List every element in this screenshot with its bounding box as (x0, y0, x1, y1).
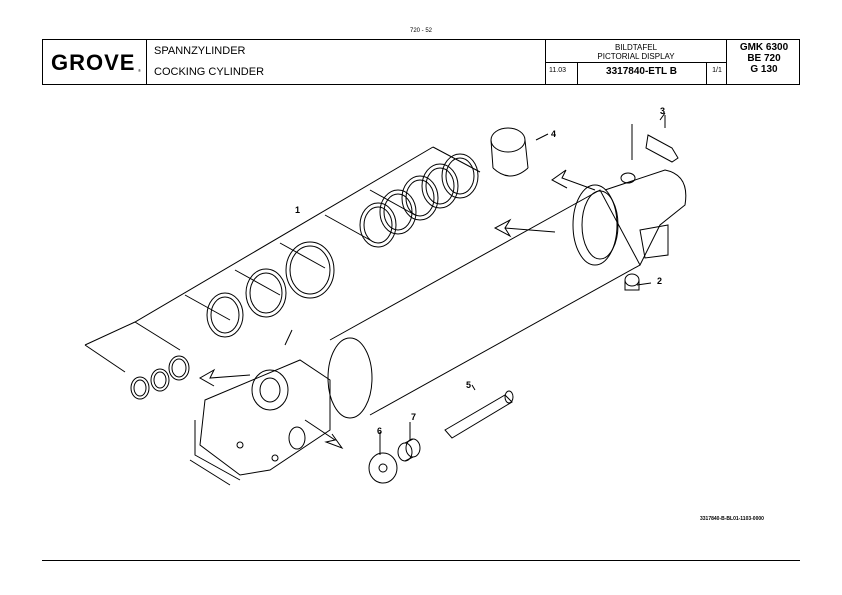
drawing-code: 3317840-B-BL01-1103-0000 (700, 516, 764, 522)
logo-text: GROVE (51, 50, 136, 75)
nut (624, 273, 640, 291)
model-line-3: G 130 (750, 64, 778, 75)
arrow (198, 368, 251, 387)
callout-2: 2 (657, 276, 662, 286)
callout-4: 4 (551, 129, 556, 139)
registered-mark: ® (138, 68, 141, 73)
title-german: SPANNZYLINDER (154, 45, 246, 57)
callout-6: 6 (377, 426, 382, 436)
arrow (551, 169, 596, 191)
arrow (304, 419, 344, 450)
callout-leader (379, 112, 666, 455)
arrow (493, 218, 556, 238)
model-line-1: GMK 6300 (739, 42, 789, 53)
callout-5: 5 (466, 380, 471, 390)
bottom-rule (42, 560, 800, 561)
callout-1: 1 (295, 205, 300, 215)
callout-7: 7 (411, 412, 416, 422)
part-number: 3317840-ETL B (606, 66, 677, 77)
seal-kit (130, 153, 479, 400)
pictorial-label: PICTORIAL DISPLAY (597, 52, 675, 61)
issue-date: 11.03 (549, 67, 566, 74)
arrow (284, 329, 293, 346)
callout-3: 3 (660, 106, 665, 116)
model-line-2: BE 720 (747, 53, 781, 64)
leader-line-1 (84, 344, 126, 373)
bushing (490, 127, 529, 177)
breather-valve (631, 115, 679, 163)
title-block: GROVE ® SPANNZYLINDER COCKING CYLINDER B… (42, 39, 800, 85)
divider (706, 62, 707, 84)
cylinder-head (189, 359, 331, 486)
divider (546, 62, 726, 63)
leader-line-1 (84, 146, 481, 351)
bildtafel-label: BILDTAFEL (614, 43, 658, 52)
logo: GROVE ® (43, 40, 147, 84)
divider (577, 62, 578, 84)
flange (368, 452, 398, 484)
sheet-number: 1/1 (712, 67, 722, 74)
cylinder-barrel (327, 169, 687, 419)
pin (444, 390, 514, 439)
model-cell: GMK 6300 BE 720 G 130 (728, 42, 800, 75)
pictorial-cell: BILDTAFEL PICTORIAL DISPLAY 11.03 331784… (545, 40, 727, 84)
page-number: 720 - 52 (409, 28, 433, 34)
title-english: COCKING CYLINDER (154, 66, 265, 78)
sleeve (397, 438, 421, 462)
